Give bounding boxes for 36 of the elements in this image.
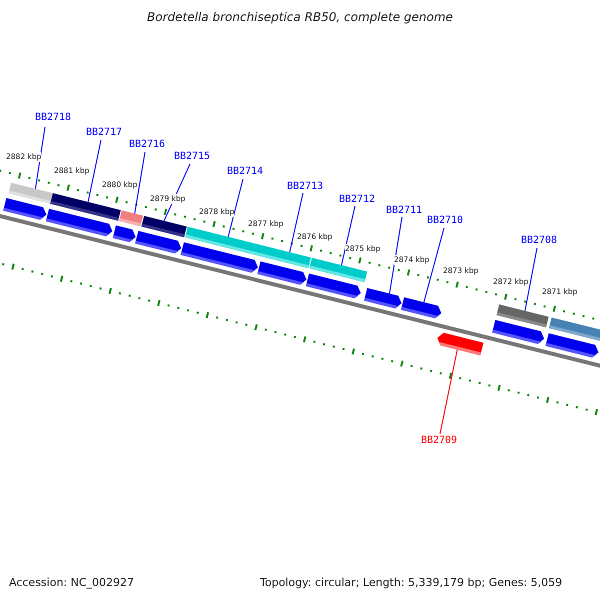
gene-label: BB2715 <box>174 151 210 163</box>
gene-label: BB2716 <box>128 139 166 151</box>
gene-block <box>492 320 544 344</box>
gene-label: BB2718 <box>34 112 72 124</box>
gene-block <box>437 332 484 356</box>
leader-line <box>524 248 538 312</box>
leader-line <box>389 216 402 294</box>
leader-line <box>134 152 146 214</box>
gene-block <box>257 261 306 285</box>
leader-line <box>34 126 46 190</box>
gene-block <box>401 297 442 318</box>
footer-text: Topology: circular; Length: 5,339,179 bp; Genes: 5,059 <box>260 576 562 589</box>
gene-block <box>180 242 258 273</box>
gene-label: BB2713 <box>286 181 324 193</box>
gene-label: BB2709 <box>420 435 458 447</box>
leader-line <box>423 228 444 303</box>
gene-block <box>364 288 402 308</box>
gene-label: BB2708 <box>520 235 558 247</box>
leader-line <box>289 192 304 253</box>
gene-label: BB2712 <box>338 194 376 206</box>
leader-line <box>228 178 244 238</box>
gene-label: BB2710 <box>426 215 464 227</box>
gene-label: BB2711 <box>386 205 422 217</box>
gene-block <box>546 333 598 358</box>
gene-feature-bar <box>119 210 144 226</box>
gene-label: BB2717 <box>86 127 122 139</box>
leader-line <box>88 140 102 202</box>
gene-block <box>112 225 136 242</box>
leader-line <box>341 206 356 266</box>
leader-line <box>440 349 458 434</box>
gene-block <box>3 198 46 220</box>
gene-block <box>306 274 361 298</box>
footer-text: Accession: NC_002927 <box>9 576 134 589</box>
gene-block <box>46 208 112 236</box>
title: Bordetella bronchiseptica RB50, complete genome <box>146 10 454 24</box>
gene-label: BB2714 <box>226 166 264 178</box>
